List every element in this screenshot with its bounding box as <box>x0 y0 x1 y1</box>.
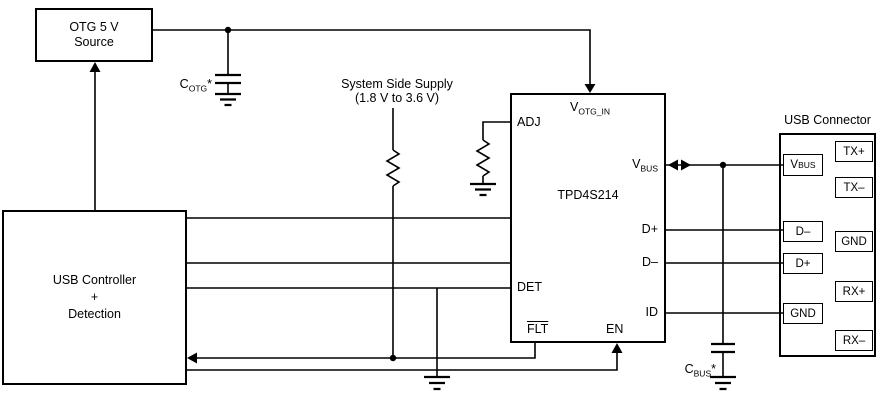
ic-pin-votg-in: VOTG_IN <box>570 100 610 117</box>
connector-pin-dminus: D– <box>783 221 823 242</box>
ic-pin-adj: ADJ <box>517 115 541 129</box>
wire-controller-to-otg <box>89 62 101 210</box>
tpd4s214-ic-box <box>510 93 666 343</box>
wire-en <box>187 343 623 371</box>
connector-pin-txp: TX+ <box>835 141 873 162</box>
cbus-capacitor <box>710 165 736 391</box>
connector-pin-gnd-right: GND <box>835 231 873 252</box>
controller-line3: Detection <box>68 307 121 321</box>
ic-pin-flt: FLT <box>527 322 549 336</box>
det-ground <box>424 288 450 391</box>
cotg-capacitor <box>215 30 241 107</box>
ic-part-number: TPD4S214 <box>557 188 619 202</box>
resistor-symbol <box>475 139 491 177</box>
otg-source-line2: Source <box>74 35 114 49</box>
usb-connector-box <box>779 133 876 357</box>
wire-flt <box>187 343 536 364</box>
system-supply-label: System Side Supply (1.8 V to 3.6 V) <box>341 77 453 105</box>
connector-pin-dplus: D+ <box>783 253 823 274</box>
ic-pin-vbus: VBUS <box>632 157 658 174</box>
ic-pin-det: DET <box>517 280 542 294</box>
ground-symbol <box>710 375 736 391</box>
cbus-label: CBUS* <box>684 362 716 379</box>
connector-pin-rxm: RX– <box>835 330 873 351</box>
usb-connector-title: USB Connector <box>784 113 871 127</box>
usb-controller-box: USB Controller + Detection <box>2 210 187 385</box>
connector-pin-txm: TX– <box>835 177 873 198</box>
controller-line2: + <box>90 290 99 304</box>
ground-symbol <box>470 182 496 197</box>
connector-pin-gnd-left: GND <box>783 303 823 324</box>
ground-symbol <box>424 375 450 391</box>
ic-pin-en: EN <box>606 322 624 336</box>
ic-pin-dplus: D+ <box>641 222 658 236</box>
ic-pin-id: ID <box>645 305 659 319</box>
ic-pin-dminus: D– <box>642 255 658 269</box>
connector-pin-rxp: RX+ <box>835 281 873 302</box>
adj-resistor <box>470 121 510 197</box>
cotg-label: COTG* <box>179 77 212 94</box>
ground-symbol <box>215 92 241 107</box>
otg-source-line1: OTG 5 V <box>69 20 119 34</box>
otg-source-box: OTG 5 V Source <box>35 8 153 62</box>
controller-line1: USB Controller <box>52 273 137 287</box>
supply-pullup-resistor <box>385 108 401 358</box>
resistor-symbol <box>385 149 401 187</box>
wire-vbus <box>666 159 784 171</box>
